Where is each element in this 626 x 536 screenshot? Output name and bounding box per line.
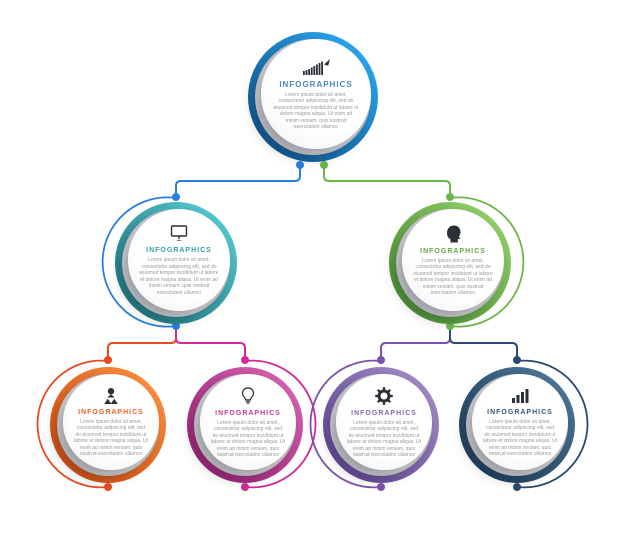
arc-bottom-2 (244, 359, 317, 489)
lightbulb-icon (239, 386, 257, 406)
node-title: INFOGRAPHICS (215, 409, 281, 417)
node-mid-right: INFOGRAPHICS Lorem ipsum dolor sit amet,… (389, 202, 511, 324)
node-bottom-2: INFOGRAPHICS Lorem ipsum dolor sit amet,… (187, 367, 303, 483)
node-title: INFOGRAPHICS (78, 408, 144, 416)
head-profile-icon (443, 224, 463, 244)
node-body: Lorem ipsum dolor sit amet, consectetur … (347, 419, 421, 459)
node-content: INFOGRAPHICS Lorem ipsum dolor sit amet,… (261, 39, 371, 149)
dot-bottom4-end (513, 483, 521, 491)
node-root: INFOGRAPHICS Lorem ipsum dolor sit amet,… (248, 32, 378, 162)
dot-bottom2-top (241, 356, 249, 364)
dot-root-right (320, 161, 328, 169)
arc-bottom-1 (36, 359, 109, 489)
node-content: INFOGRAPHICS Lorem ipsum dolor sit amet,… (336, 374, 432, 470)
monitor-icon (168, 224, 190, 243)
node-bottom-4: INFOGRAPHICS Lorem ipsum dolor sit amet,… (459, 367, 575, 483)
dot-bottom2-end (241, 483, 249, 491)
arc-mid-right (449, 196, 525, 328)
node-body: Lorem ipsum dolor sit amet, consectetur … (413, 257, 493, 297)
dot-root-left (296, 161, 304, 169)
node-title: INFOGRAPHICS (420, 247, 486, 255)
arc-bottom-4 (516, 359, 589, 489)
gear-icon (374, 386, 394, 406)
dot-mid-left-top (172, 193, 180, 201)
node-title: INFOGRAPHICS (279, 79, 353, 89)
node-bottom-1: INFOGRAPHICS Lorem ipsum dolor sit amet,… (50, 367, 166, 483)
connector-midleft-to-bottom1 (107, 326, 177, 360)
dot-bottom4-top (513, 356, 521, 364)
dot-mid-left-bottom (172, 322, 180, 330)
connector-midright-to-bottom3 (380, 326, 451, 360)
node-title: INFOGRAPHICS (487, 408, 553, 416)
dot-mid-right-bottom (446, 322, 454, 330)
dot-bottom3-top (377, 356, 385, 364)
growth-chart-icon (301, 58, 331, 76)
node-content: INFOGRAPHICS Lorem ipsum dolor sit amet,… (402, 209, 504, 311)
node-mid-left: INFOGRAPHICS Lorem ipsum dolor sit amet,… (115, 202, 237, 324)
node-title: INFOGRAPHICS (351, 409, 417, 417)
node-body: Lorem ipsum dolor sit amet, consectetur … (74, 418, 148, 458)
arc-bottom-3 (309, 359, 382, 489)
node-title: INFOGRAPHICS (146, 247, 212, 254)
connector-midleft-to-bottom2 (175, 326, 246, 360)
connector-midright-to-bottom4 (449, 326, 518, 360)
node-content: INFOGRAPHICS Lorem ipsum dolor sit amet,… (128, 209, 230, 311)
node-bottom-3: INFOGRAPHICS Lorem ipsum dolor sit amet,… (323, 367, 439, 483)
node-content: INFOGRAPHICS Lorem ipsum dolor sit amet,… (472, 374, 568, 470)
node-body: Lorem ipsum dolor sit amet, consectetur … (273, 91, 359, 131)
dot-bottom1-top (104, 356, 112, 364)
bar-chart-icon (509, 387, 531, 405)
connector-root-to-mid-left (175, 165, 301, 197)
node-body: Lorem ipsum dolor sit amet, consectetur … (211, 419, 285, 459)
dot-bottom1-end (104, 483, 112, 491)
dot-bottom3-end (377, 483, 385, 491)
node-body: Lorem ipsum dolor sit amet, consectetur … (139, 257, 219, 296)
team-icon (99, 387, 123, 405)
node-content: INFOGRAPHICS Lorem ipsum dolor sit amet,… (63, 374, 159, 470)
arc-mid-left (101, 196, 177, 328)
dot-mid-right-top (446, 193, 454, 201)
connector-root-to-mid-right (323, 165, 451, 197)
node-body: Lorem ipsum dolor sit amet, consectetur … (483, 418, 557, 458)
node-content: INFOGRAPHICS Lorem ipsum dolor sit amet,… (200, 374, 296, 470)
